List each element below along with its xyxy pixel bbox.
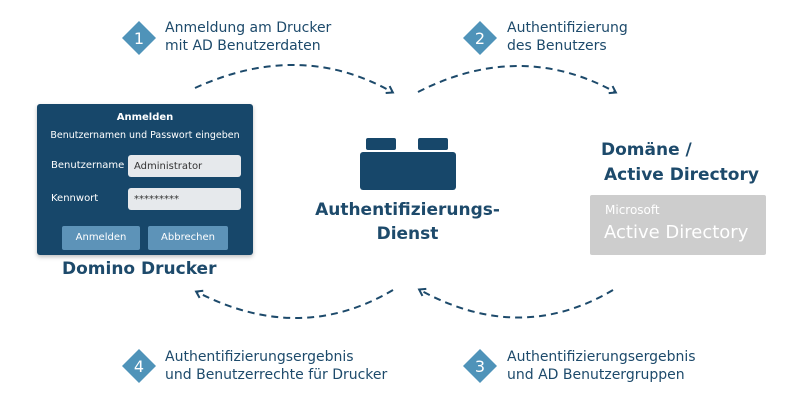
- step-4-line-1: Authentifizierungsergebnis: [165, 349, 354, 365]
- step-3-description: Authentifizierungsergebnis und AD Benutz…: [507, 348, 696, 384]
- printer-login-panel: Anmelden Benutzernamen und Passwort eing…: [37, 104, 253, 255]
- service-label: Authentifizierungs- Dienst: [300, 198, 515, 246]
- step-2-line-1: Authentifizierung: [507, 20, 628, 36]
- username-label: Benutzername: [51, 160, 125, 171]
- step-2-line-2: des Benutzers: [507, 38, 607, 54]
- step-1-line-1: Anmeldung am Drucker: [165, 20, 332, 36]
- step-2-diamond-icon: 2: [463, 21, 497, 55]
- arrow-step-2: [417, 65, 618, 95]
- step-2-description: Authentifizierung des Benutzers: [507, 19, 628, 55]
- step-1-number: 1: [134, 29, 144, 48]
- step-1-description: Anmeldung am Drucker mit AD Benutzerdate…: [165, 19, 331, 55]
- step-4-diamond-icon: 4: [122, 349, 156, 383]
- step-1-diamond-icon: 1: [122, 21, 156, 55]
- username-input[interactable]: [128, 155, 241, 177]
- step-4-number: 4: [134, 357, 144, 376]
- step-2-number: 2: [475, 29, 485, 48]
- ad-box-vendor: Microsoft: [605, 203, 660, 217]
- ad-box-product: Active Directory: [604, 222, 749, 243]
- password-label: Kennwort: [51, 193, 99, 204]
- domain-label-line-1: Domäne /: [601, 140, 692, 160]
- step-4-line-2: und Benutzerrechte für Drucker: [165, 367, 388, 383]
- login-panel-subtitle: Benutzernamen und Passwort eingeben: [50, 130, 240, 141]
- arrow-step-1: [194, 63, 395, 95]
- login-button[interactable]: Anmelden: [62, 226, 140, 250]
- printer-label: Domino Drucker: [62, 259, 217, 279]
- step-3-diamond-icon: 3: [463, 349, 497, 383]
- server-icon: [360, 138, 456, 190]
- step-4-description: Authentifizierungsergebnis und Benutzerr…: [165, 348, 387, 384]
- active-directory-box: Microsoft Active Directory: [590, 195, 766, 255]
- arrow-step-4: [194, 289, 394, 319]
- service-label-line-2: Dienst: [376, 224, 439, 244]
- login-panel-title: Anmelden: [116, 112, 174, 123]
- domain-label: Domäne / Active Directory: [601, 138, 759, 188]
- step-3-line-1: Authentifizierungsergebnis: [507, 349, 696, 365]
- password-input[interactable]: [128, 188, 241, 210]
- step-1-line-2: mit AD Benutzerdaten: [165, 38, 321, 54]
- step-3-line-2: und AD Benutzergruppen: [507, 367, 685, 383]
- cancel-button[interactable]: Abbrechen: [148, 226, 228, 250]
- step-3-number: 3: [475, 357, 485, 376]
- arrow-step-3: [417, 287, 614, 319]
- domain-label-line-2: Active Directory: [604, 165, 759, 185]
- service-label-line-1: Authentifizierungs-: [315, 200, 500, 220]
